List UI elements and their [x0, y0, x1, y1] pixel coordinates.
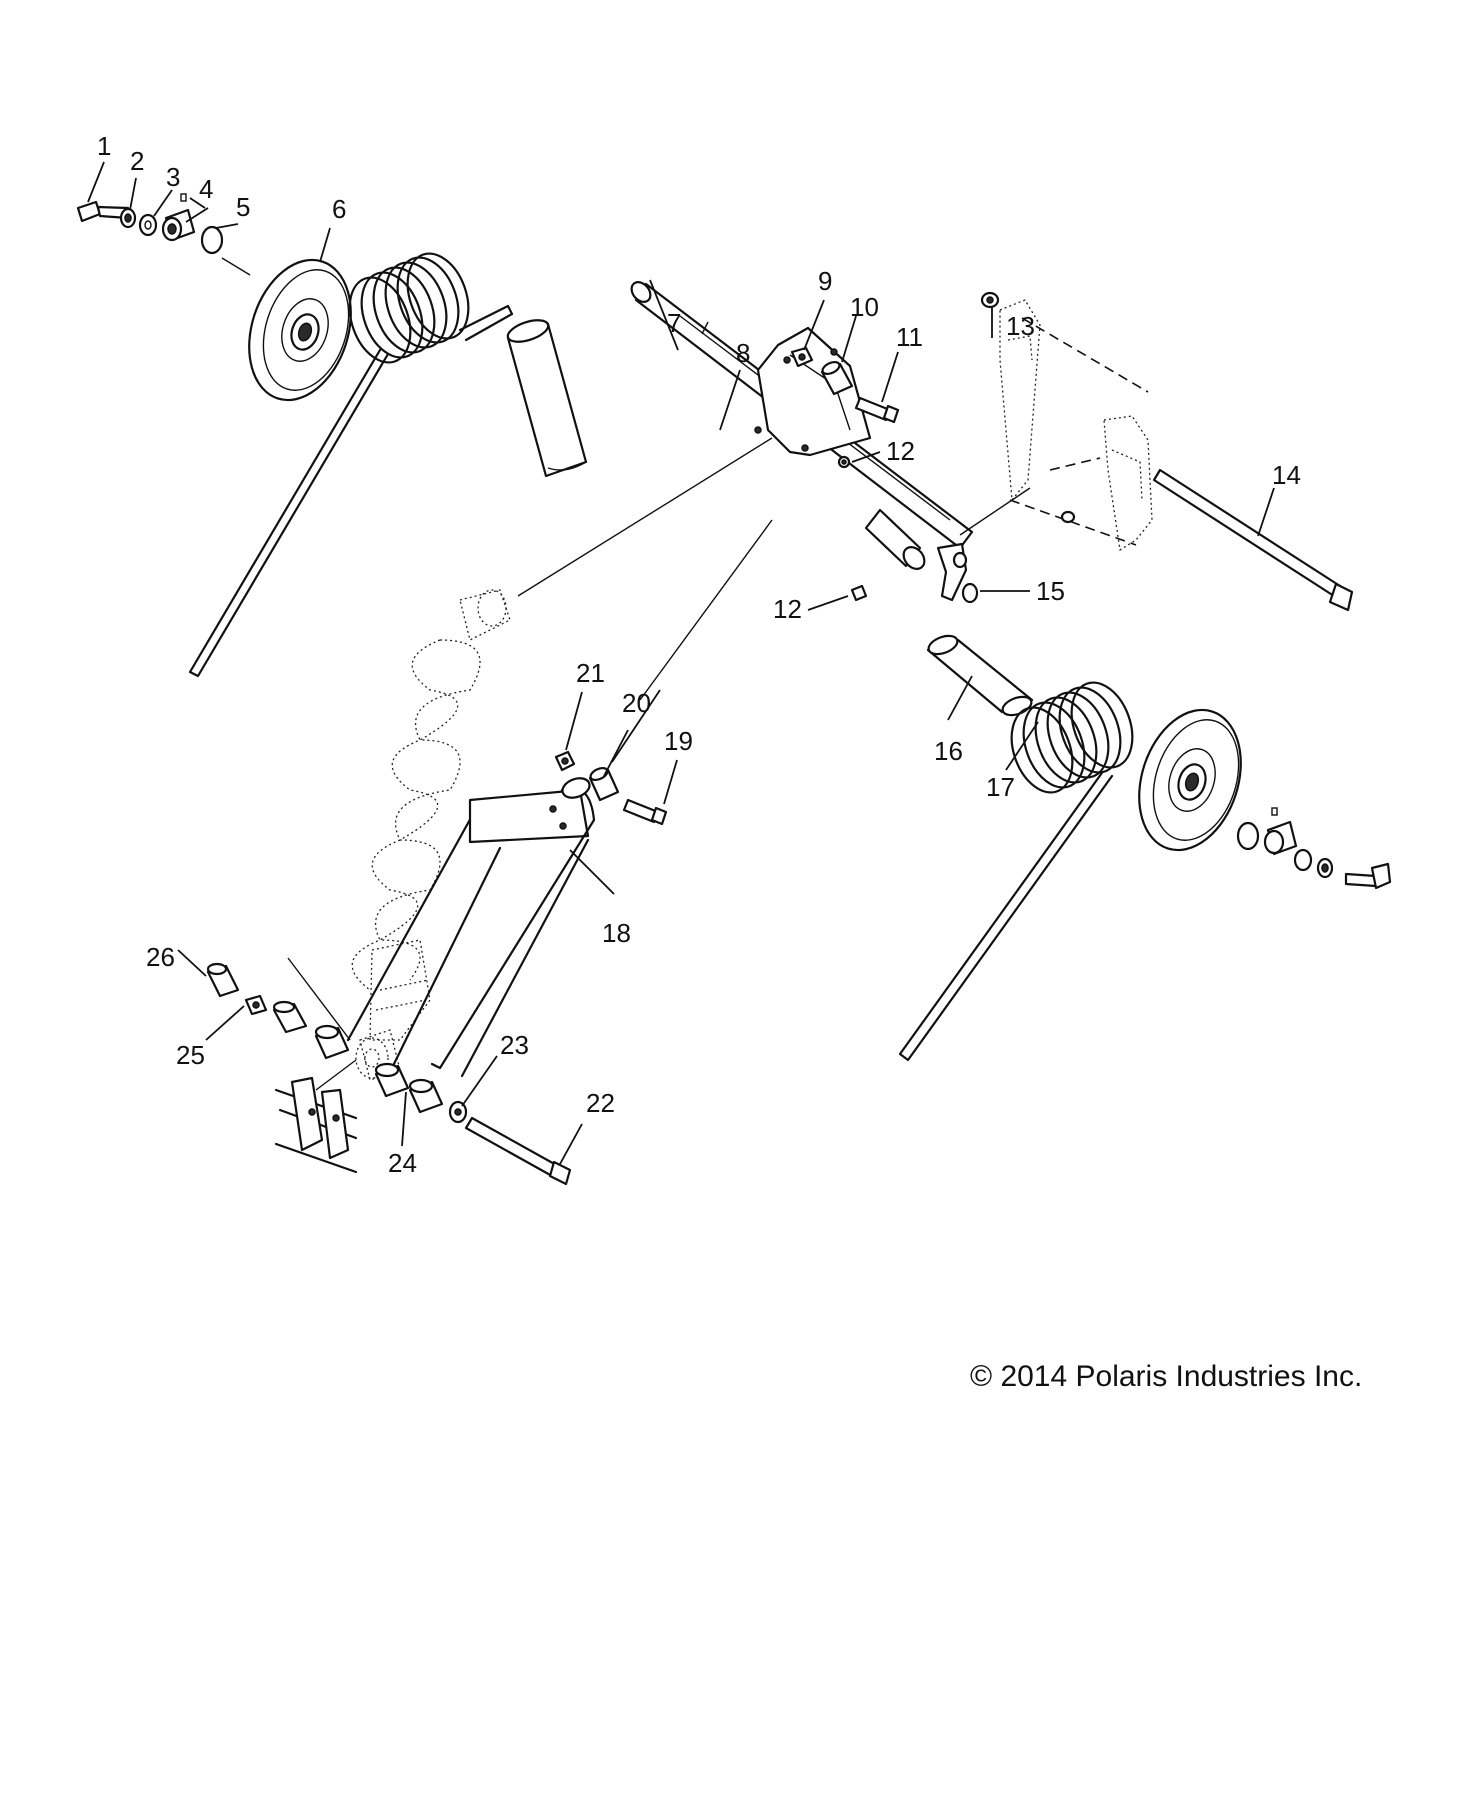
- callout-18: 18: [602, 918, 631, 948]
- wheel-right: [1138, 708, 1242, 852]
- sleeve-part-16: [926, 634, 1034, 717]
- callout-14: 14: [1272, 460, 1301, 490]
- callout-2: 2: [130, 146, 144, 176]
- callout-17: 17: [986, 772, 1015, 802]
- callout-19: 19: [664, 726, 693, 756]
- callout-16: 16: [934, 736, 963, 766]
- wheel-part-6: [248, 258, 352, 402]
- bushing-part-25b: [272, 1000, 308, 1034]
- shaft-end-part-15: [864, 508, 979, 604]
- long-bolt-part-14: [1152, 468, 1354, 612]
- long-bolt-part-22: [464, 1116, 572, 1186]
- mount-bracket-dotted: [959, 299, 1153, 552]
- bushing-part-26: [206, 962, 240, 998]
- sleeve-left: [506, 319, 588, 478]
- callout-20-left: 20: [622, 688, 651, 718]
- callout-10: 10: [850, 292, 879, 322]
- hardware-right: [1236, 807, 1392, 890]
- nut-part-25: [244, 994, 268, 1016]
- copyright-notice: © 2014 Polaris Industries Inc.: [970, 1360, 1362, 1393]
- lower-mount-bracket: [274, 1076, 358, 1174]
- assembly-line: [315, 1059, 357, 1091]
- callout-numbers: 1 2 3 4 5 6 7 8 9 10 11 12 12 13 14 15 1…: [97, 131, 1301, 1178]
- bolt-part-11: [854, 396, 900, 424]
- callout-25: 25: [176, 1040, 205, 1070]
- torsion-spring-left: [188, 252, 514, 678]
- leader-lines: [87, 161, 1275, 1165]
- bushing-part-24b: [374, 1062, 410, 1098]
- callout-15: 15: [1036, 576, 1065, 606]
- assembly-line: [639, 519, 773, 701]
- callout-5: 5: [236, 192, 250, 222]
- bolt-part-19: [622, 798, 668, 826]
- callout-8: 8: [736, 338, 750, 368]
- callout-26: 26: [146, 942, 175, 972]
- bushing-part-24c: [408, 1078, 444, 1114]
- callout-3: 3: [166, 162, 180, 192]
- oring-part-5: [200, 225, 224, 255]
- callout-13: 13: [1006, 311, 1035, 341]
- washer-part-13: [980, 291, 1000, 309]
- callout-1: 1: [97, 131, 111, 161]
- spacer-part-4: [161, 193, 196, 242]
- assembly-line: [287, 957, 351, 1041]
- callout-11: 11: [896, 322, 923, 352]
- assembly-line: [221, 257, 251, 276]
- callout-12-lower: 12: [773, 594, 802, 624]
- callout-22: 22: [586, 1088, 615, 1118]
- washer-part-2: [119, 207, 137, 229]
- callout-12-upper: 12: [886, 436, 915, 466]
- washer-part-23: [448, 1100, 468, 1124]
- nut-part-9: [790, 346, 814, 368]
- bushing-part-10: [820, 360, 854, 396]
- callout-21: 21: [576, 658, 605, 688]
- nut-part-21: [554, 750, 576, 772]
- callout-24: 24: [388, 1148, 417, 1178]
- callout-6: 6: [332, 194, 346, 224]
- shock-absorber: [351, 589, 511, 1081]
- bushing-part-24a: [314, 1024, 350, 1060]
- callout-4: 4: [199, 174, 213, 204]
- callout-23: 23: [500, 1030, 529, 1060]
- washer-part-3: [138, 213, 158, 237]
- callout-7: 7: [667, 308, 681, 338]
- shaft-bracket: [754, 326, 872, 457]
- torsion-spring-part-17: [898, 681, 1134, 1062]
- nut-part-12-upper: [837, 455, 851, 469]
- assembly-line: [517, 437, 773, 597]
- nut-part-12-lower: [850, 584, 868, 602]
- control-arm-part-18: [346, 777, 596, 1078]
- bushing-part-20: [588, 766, 620, 802]
- callout-9: 9: [818, 266, 832, 296]
